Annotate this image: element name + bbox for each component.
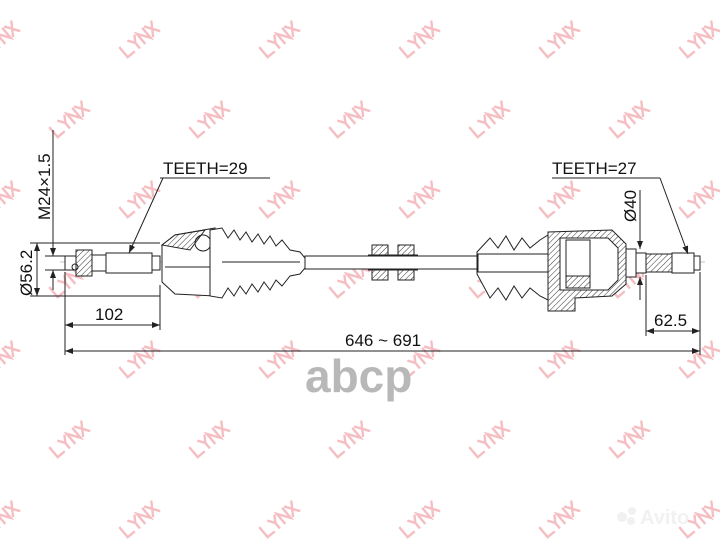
lynx-watermark [398,180,441,219]
diameter-40-label: Ø40 [621,190,640,222]
lynx-watermark [398,500,441,539]
length-102-label: 102 [95,305,123,324]
lynx-watermark [48,100,91,139]
lynx-watermark [258,340,301,379]
outer-boot [209,227,306,299]
teeth-inner-label: TEETH=27 [552,159,637,178]
total-length-label: 646 ~ 691 [345,331,421,350]
tripod-housing [547,229,627,312]
avito-logo-text: Avito [640,507,689,529]
inner-boot [476,234,549,301]
lynx-watermark [258,180,301,219]
lynx-watermark [118,180,161,219]
lynx-watermark [608,420,651,459]
dimension-lines [30,130,701,355]
diameter-56-2-label: Ø56.2 [17,250,36,296]
outer-stub [64,249,161,277]
lynx-watermark [118,20,161,59]
lynx-watermark [0,180,21,219]
lynx-watermark [678,180,720,219]
lynx-watermark [468,100,511,139]
lynx-watermark [678,340,720,379]
lynx-watermark [538,340,581,379]
shaft [304,255,481,270]
inner-stub [625,248,701,278]
lynx-watermark [0,20,21,59]
lynx-watermark [538,180,581,219]
lynx-watermark [118,500,161,539]
length-62-5-label: 62.5 [654,311,687,330]
lynx-watermark [608,100,651,139]
lynx-watermark [258,500,301,539]
lynx-watermark [328,420,371,459]
outer-cv-joint [160,227,216,297]
lynx-watermark [538,500,581,539]
lynx-watermark [188,100,231,139]
lynx-watermark [398,20,441,59]
avito-logo: Avito [617,507,689,529]
lynx-watermark [398,340,441,379]
damper [368,244,418,281]
lynx-watermark [538,20,581,59]
lynx-watermark [328,100,371,139]
lynx-watermark [468,420,511,459]
lynx-watermark [258,20,301,59]
lynx-watermark [118,340,161,379]
thread-label: M24×1.5 [35,153,54,220]
lynx-watermark [188,420,231,459]
lynx-watermark [0,500,21,539]
lynx-watermark [48,420,91,459]
teeth-outer-label: TEETH=29 [163,159,248,178]
lynx-watermark [0,340,21,379]
lynx-watermark [678,20,720,59]
abcp-logo-text: abcp [305,350,412,402]
abcp-logo: abcp [305,350,412,402]
lynx-watermark [678,500,720,539]
lynx-watermark [328,260,371,299]
